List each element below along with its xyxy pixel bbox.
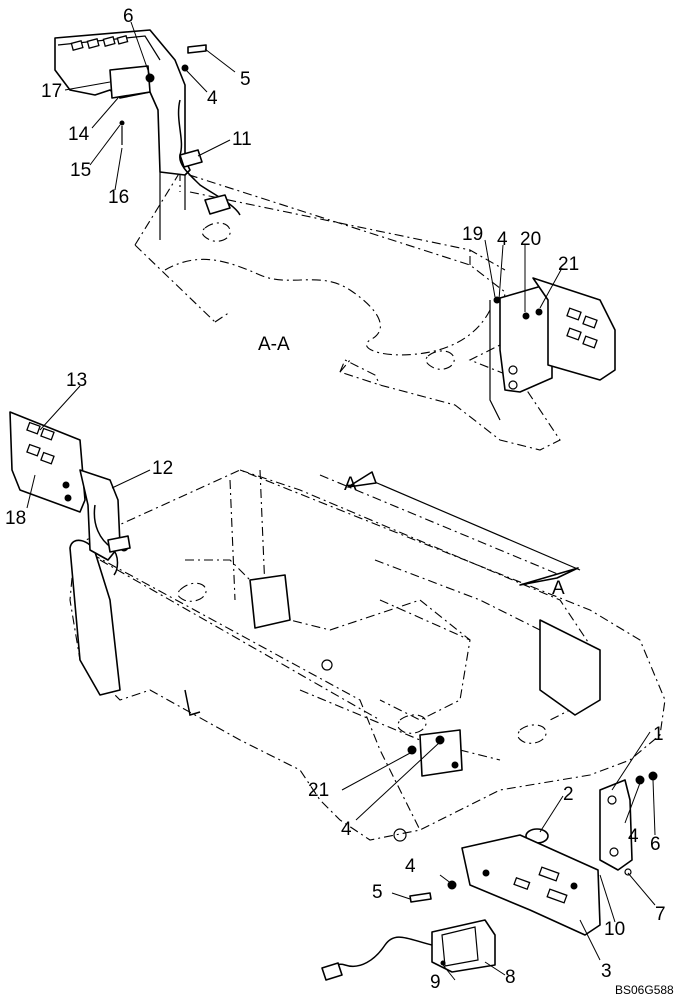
figure-code: BS06G588 (615, 983, 674, 997)
callout-17: 17 (41, 81, 62, 102)
callout-9: 9 (430, 972, 441, 993)
main-frame-cross (299, 559, 571, 761)
callout-6-lower: 6 (650, 834, 661, 855)
section-arrow-line (369, 479, 581, 571)
callout-15: 15 (70, 160, 91, 181)
callout-5-lower: 5 (372, 882, 383, 903)
callouts: 1 2 3 4 4 4 4 4 5 5 6 6 7 8 9 10 11 12 1… (5, 6, 666, 993)
leader-lines (26, 21, 656, 981)
callout-1: 1 (653, 724, 664, 745)
main-frame-outline (69, 469, 666, 841)
callout-4-frame: 4 (341, 819, 352, 840)
section-arrow-label-1: A (344, 474, 357, 495)
callout-19: 19 (462, 224, 483, 245)
callout-4-lamp-mount: 4 (405, 856, 416, 877)
callout-11: 11 (232, 129, 252, 150)
lamp-mount-part-3 (461, 834, 601, 936)
callout-8: 8 (505, 967, 516, 988)
callout-4-upper-right: 4 (497, 229, 508, 250)
left-light-bracket-lower (9, 411, 131, 576)
callout-2: 2 (563, 784, 574, 805)
callout-4-upper-left: 4 (207, 88, 218, 109)
section-frame-outline (134, 171, 561, 451)
callout-14: 14 (68, 124, 90, 145)
right-light-bracket-lower (321, 771, 658, 981)
right-light-bracket-upper (489, 277, 616, 421)
section-arrow-label-2: A (552, 578, 565, 599)
callout-10: 10 (604, 919, 625, 940)
lamp-harness (330, 936, 433, 976)
callout-21-upper: 21 (558, 254, 579, 275)
main-frame-slot-a (177, 582, 207, 602)
section-frame-slot-1 (201, 222, 231, 242)
callout-21-lower: 21 (308, 780, 329, 801)
callout-16: 16 (108, 187, 129, 208)
callout-12: 12 (152, 458, 173, 479)
section-view-label: A-A (258, 334, 290, 355)
left-light-bracket-upper (54, 29, 241, 240)
callout-6-upper: 6 (123, 6, 134, 27)
section-frame-floor (189, 191, 506, 386)
callout-4-bracket: 4 (628, 826, 639, 847)
main-frame-rail-right (239, 469, 601, 721)
section-arrow-head-2 (519, 567, 579, 586)
main-frame-slot-b (397, 714, 427, 734)
main-frame-rail-left (74, 544, 421, 831)
bolt-part-5 (409, 892, 432, 903)
callout-7: 7 (655, 904, 666, 925)
callout-13: 13 (66, 370, 87, 391)
callout-18: 18 (5, 508, 26, 529)
section-arrow-head-1 (347, 471, 377, 488)
section-frame-slot-2 (425, 350, 455, 370)
main-frame-view: A A (69, 469, 666, 842)
main-frame-slot-c (517, 724, 547, 744)
section-view-a-a: A-A (54, 29, 616, 451)
callout-20: 20 (520, 229, 541, 250)
main-frame-inner (185, 469, 471, 721)
section-frame-wave (164, 258, 491, 356)
callout-3: 3 (601, 961, 612, 982)
callout-5-upper: 5 (240, 69, 251, 90)
